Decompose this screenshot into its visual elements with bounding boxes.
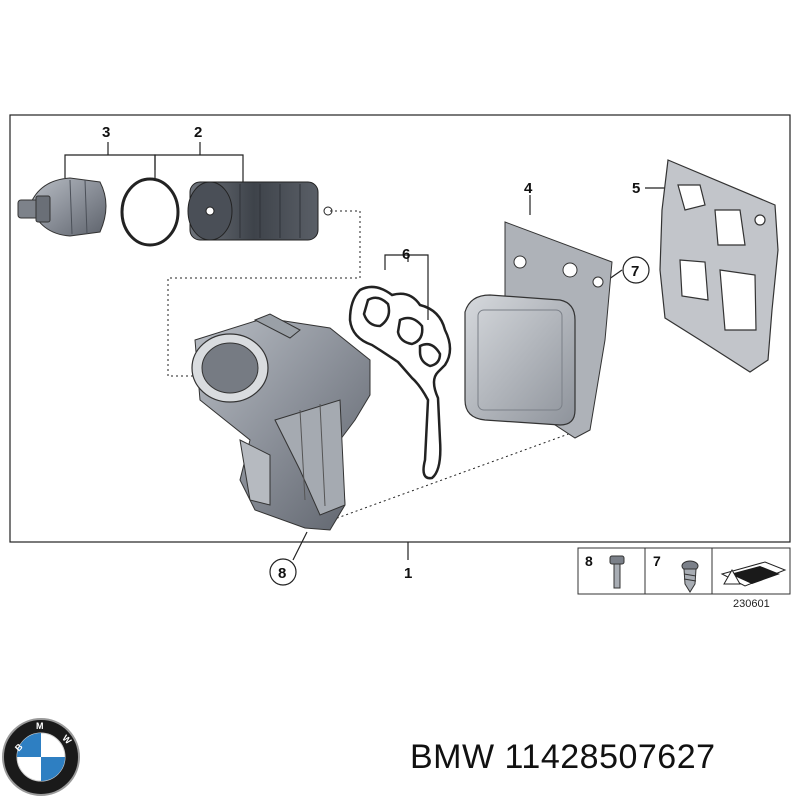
legend-8: 8 — [585, 553, 593, 569]
filter-element — [187, 181, 333, 241]
callout-8: 8 — [278, 565, 286, 582]
diagram-reference-code: 230601 — [733, 598, 770, 610]
oil-filter-cap — [17, 177, 107, 237]
oil-filter-housing — [191, 313, 371, 531]
diagram-frame — [9, 114, 791, 543]
gasket-6 — [348, 285, 452, 480]
bolt-icon — [609, 555, 625, 589]
callout-7: 7 — [631, 263, 639, 280]
part-caption: BMW 11428507627 — [410, 738, 716, 777]
callout-1: 1 — [404, 565, 412, 582]
callout-lines — [64, 142, 668, 560]
callout-4: 4 — [524, 180, 533, 197]
callout-5: 5 — [632, 180, 640, 197]
callout-2: 2 — [194, 124, 202, 141]
alignment-line — [167, 210, 586, 526]
o-ring — [120, 177, 180, 247]
brand-name: BMW — [410, 738, 495, 776]
screw-icon — [681, 560, 699, 593]
legend-7: 7 — [653, 553, 661, 569]
oil-cooler — [464, 221, 613, 439]
part-number: 11428507627 — [504, 738, 716, 776]
callout-6: 6 — [402, 246, 410, 263]
svg-text:M: M — [36, 721, 44, 731]
callout-8-circle — [269, 558, 297, 586]
fastener-legend: 8 7 — [577, 547, 791, 595]
callout-7-circle — [622, 256, 650, 284]
callout-8-leader — [292, 531, 308, 561]
insert-arrow-icon — [720, 561, 787, 587]
gasket-5 — [659, 159, 779, 373]
callout-3: 3 — [102, 124, 110, 141]
bmw-logo: B M W — [2, 718, 80, 796]
